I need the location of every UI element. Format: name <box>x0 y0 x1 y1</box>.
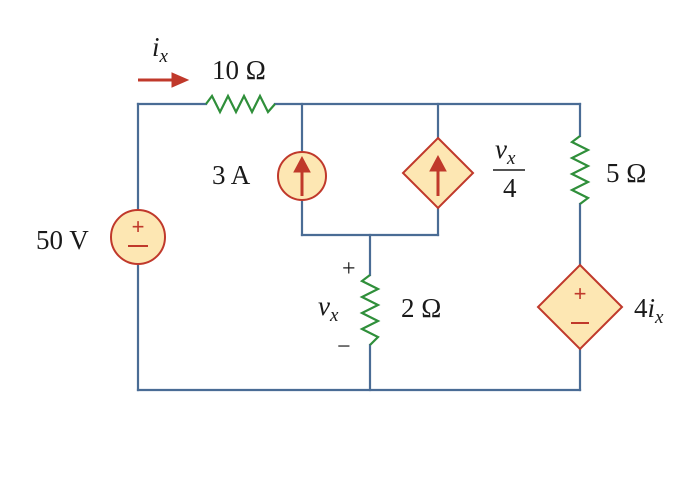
resistor-2ohm-label: 2 Ω <box>401 293 441 323</box>
voltage-source-50v: + <box>110 209 166 265</box>
resistor-5ohm-label: 5 Ω <box>606 158 646 188</box>
vx-minus-sign: − <box>337 334 351 360</box>
arrow-up-icon <box>293 155 311 173</box>
vx-label: vx <box>318 291 339 326</box>
resistor-5ohm <box>569 135 591 205</box>
voltage-source-50v-label: 50 V <box>36 225 89 255</box>
dependent-current-source <box>401 136 475 210</box>
resistor-10ohm-label: 10 Ω <box>212 55 266 85</box>
fraction-denominator: 4 <box>503 173 517 203</box>
dependent-voltage-source-label: 4ix <box>634 293 664 328</box>
voltage-source-plus: + <box>132 214 145 239</box>
dependent-voltage-source-diamond <box>536 263 624 351</box>
current-ix-arrow <box>138 72 190 88</box>
dependent-voltage-source: + <box>536 263 624 351</box>
voltage-source-circle <box>110 209 166 265</box>
vx-plus-sign: + <box>342 256 356 282</box>
current-source-3a-label: 3 A <box>212 160 251 190</box>
current-ix-label: ix <box>152 32 169 67</box>
current-source-3a <box>277 151 327 201</box>
dependent-voltage-source-plus: + <box>574 281 587 306</box>
dependent-current-source-label: vx 4 <box>493 134 525 203</box>
fraction-numerator: vx <box>495 134 516 169</box>
arrow-up-icon <box>429 154 447 172</box>
arrow-right-icon <box>171 72 190 88</box>
wires <box>136 102 582 392</box>
resistor-10ohm <box>205 93 276 115</box>
resistor-2ohm <box>359 274 381 346</box>
